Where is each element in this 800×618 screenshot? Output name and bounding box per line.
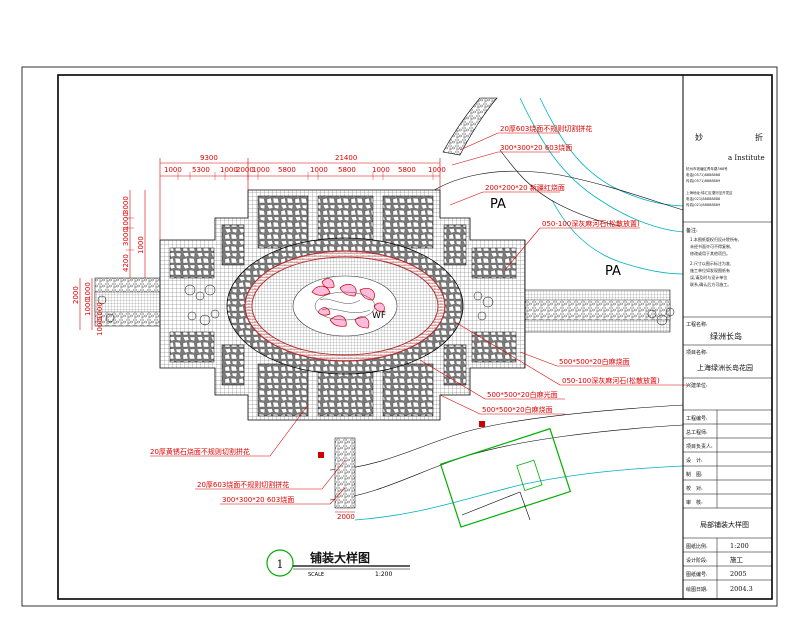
dim-row2-9: 5800 [398, 166, 416, 174]
dim-left-lower-3: 1000 [96, 302, 104, 320]
meta-value-3: 2004.3 [730, 585, 753, 593]
callout-9: 20厚黄锈石烧面不规则切割拼花 [150, 447, 250, 456]
callout-5: 500*500*20白麻烧面 [559, 357, 630, 366]
role-3: 设 计: [686, 457, 703, 464]
address-line-3: 上海地址:徐汇区漕河泾开发区 [686, 190, 733, 195]
dim-row2-5: 5800 [278, 166, 296, 174]
dim-row2-7: 5800 [338, 166, 356, 174]
note-6: 联系,确认后方可施工。 [690, 281, 731, 287]
dim-top-2: 21400 [335, 154, 357, 162]
callout-4: 050-100深灰麻河石(松散放置) [542, 219, 640, 228]
note-2: 修改或用于其他项目。 [690, 250, 730, 256]
note-5: 误,请及时与设计单位 [690, 274, 727, 280]
party-label: 兴建单位: [686, 382, 708, 389]
meta-label-3: 绘图日期: [686, 586, 708, 593]
callout-1: 20厚603烧面不规则切割拼花 [500, 124, 592, 133]
role-6: 审 核: [686, 499, 703, 506]
callout-8: 500*500*20白麻烧面 [482, 405, 553, 414]
dim-row2-3: 2000 [236, 166, 254, 174]
dim-row2-2: 1000 [220, 166, 238, 174]
callout-7: 500*500*20白麻光面 [487, 390, 558, 399]
dim-row2-10: 1000 [428, 166, 446, 174]
address-line-1: 电话(0571)8888888 [686, 172, 720, 177]
meta-value-2: 2005 [730, 570, 747, 578]
meta-label-1: 设计阶段: [686, 557, 708, 564]
institute-name: a Institute [728, 154, 765, 162]
note-1: 未经书面许可不得复制、 [690, 243, 734, 249]
dimension-lines [79, 158, 441, 513]
dim-row2-6: 1000 [310, 166, 328, 174]
inner-border [57, 74, 773, 600]
pa-label-1: PA [490, 197, 506, 212]
dim-left-1: 1000 [122, 212, 130, 230]
dimension-ticks [126, 172, 434, 251]
dim-left-4: 4200 [122, 254, 130, 272]
road-line-cyan [519, 97, 684, 233]
detail-number: 1 [277, 558, 284, 571]
dim-left-lower-4: 1000 [96, 318, 104, 336]
dim-row2-0: 1000 [164, 166, 182, 174]
dim-left-lower-2: 1000 [84, 298, 92, 316]
meta-label-0: 图纸比例: [686, 543, 708, 550]
item-name: 上海绿洲长岛花园 [697, 363, 753, 372]
dim-left-2: 3000 [122, 228, 130, 246]
callout-3: 200*200*20 新疆红烧面 [485, 183, 565, 192]
meta-value-0: 1:200 [730, 542, 749, 550]
callout-11: 300*300*20 603烧面 [222, 495, 294, 504]
dim-row2-1: 5300 [192, 166, 210, 174]
company-right: 折 [755, 132, 763, 142]
building-outline [439, 427, 572, 528]
company-left: 妙 [695, 132, 703, 142]
planting-decoration [311, 278, 385, 329]
address-line-0: 杭州市钱塘区青年路368号 [686, 166, 728, 171]
role-1: 总工程师: [686, 429, 708, 436]
callout-leaders [150, 132, 690, 505]
dim-row2-8: 1000 [372, 166, 390, 174]
site-plan [94, 97, 684, 528]
project-name-label: 工程名称: [686, 321, 708, 328]
meta-value-1: 施工 [730, 555, 744, 564]
role-2: 项目负责人: [686, 443, 713, 450]
scale-value: 1:200 [375, 571, 392, 578]
callout-10: 20厚603烧面不规则切割拼花 [197, 480, 289, 489]
callout-6: 050-100深灰麻河石(松散放置) [562, 376, 660, 385]
address-line-5: 传真(021)88888889 [686, 202, 720, 207]
callout-2: 300*300*20 603烧面 [500, 143, 572, 152]
scale-label: SCALE [308, 572, 324, 578]
address-line-4: 电话(021)88888888 [686, 196, 720, 201]
feature-label: WF [372, 311, 386, 321]
role-5: 校 对: [686, 485, 703, 492]
drawing-title: 铺装大样图 [310, 550, 370, 565]
role-4: 制 图: [686, 471, 703, 478]
project-name: 绿洲长岛 [710, 331, 742, 341]
notes-heading: 备注: [686, 227, 698, 234]
bottom-path [334, 437, 356, 509]
dim-bottom: 2000 [337, 513, 355, 521]
item-name-label: 项目名称: [686, 349, 708, 356]
meta-label-2: 图纸编号: [686, 571, 708, 578]
dim-row2-4: 1000 [252, 166, 270, 174]
role-0: 工程编号: [686, 415, 708, 422]
dim-top-1: 9300 [200, 154, 218, 162]
pa-label-2: PA [605, 264, 621, 279]
sheet-title: 局部铺装大样图 [700, 520, 749, 529]
dim-left-lower-1: 1000 [84, 282, 92, 300]
detail-circle [266, 549, 294, 577]
title-block [682, 75, 772, 599]
dim-left-3: 1000 [137, 236, 145, 254]
note-0: 1.本图纸版权归设计院所有, [690, 236, 739, 242]
dim-left-lower-0: 2000 [72, 286, 80, 304]
note-4: 施工单位如发现图纸有 [690, 267, 730, 273]
dim-left-0: 3000 [122, 196, 130, 214]
drawing-title-block: 1 铺装大样图 SCALE 1:200 [266, 549, 410, 578]
curved-path-pebble [442, 97, 498, 156]
address-line-2: 传真(0571)8888889 [686, 178, 720, 183]
shrub-groups [97, 284, 675, 326]
note-3: 2.尺寸以图示标注为准, [690, 260, 731, 266]
